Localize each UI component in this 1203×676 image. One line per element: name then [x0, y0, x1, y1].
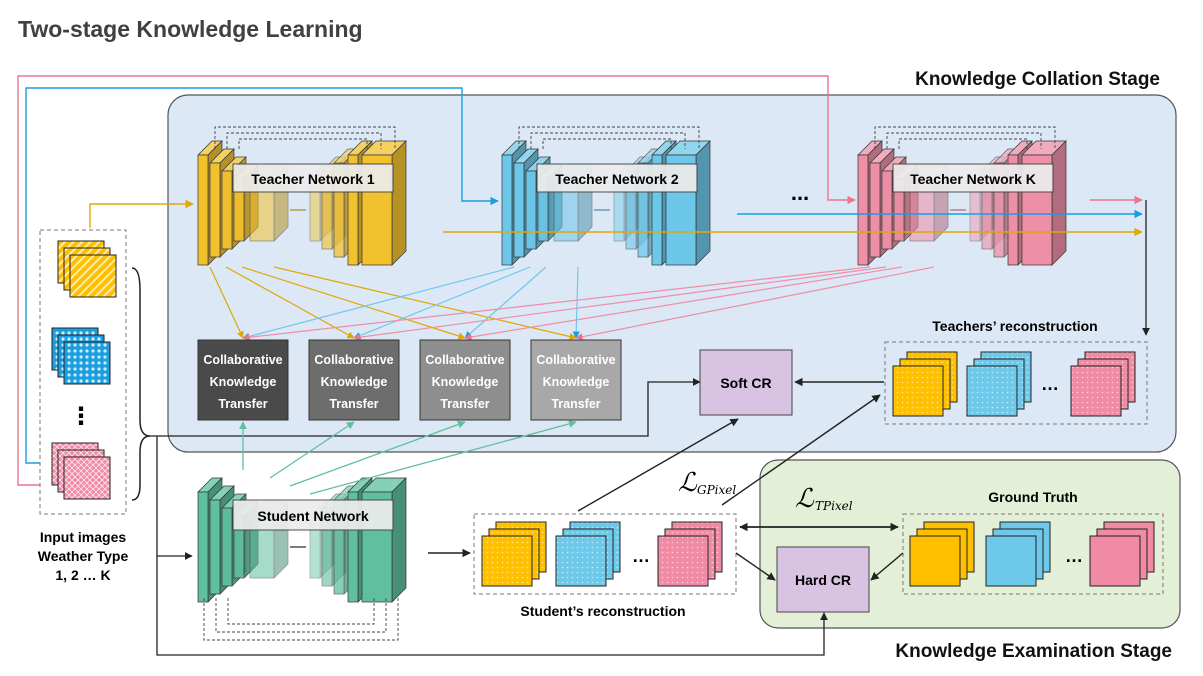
student-reconstruction-box	[473, 513, 737, 595]
teacher-1-label-box	[232, 163, 394, 193]
teachers-reconstruction-label: Teachers’ reconstruction	[932, 318, 1097, 334]
ground-truth-to-hard-cr-line	[870, 552, 904, 581]
collation-stage-label: Knowledge Collation Stage	[915, 69, 1160, 90]
teacher-k-layer-10	[1021, 140, 1067, 266]
yellow-input-line	[89, 199, 194, 228]
teachers-recon-pink-stack	[1070, 351, 1136, 417]
gpixel-line	[721, 394, 881, 506]
ckt-4-line2: Knowledge	[543, 375, 610, 389]
input-to-hard-cr-line	[156, 556, 828, 656]
student-recon-pink-stack	[657, 521, 723, 587]
teacher-2-label: Teacher Network 2	[555, 171, 679, 187]
loss-gpixel-sub: GPixel	[697, 483, 736, 497]
ground-truth-blue-stack	[985, 521, 1051, 587]
soft-cr-label: Soft CR	[720, 375, 771, 391]
input-vertical-ellipsis: ⋮	[69, 403, 93, 430]
ckt-3-line3: Transfer	[440, 397, 489, 411]
input-label-line2: Weather Type	[38, 548, 129, 564]
ckt-4-line1: Collaborative	[536, 353, 615, 367]
student-to-ckt-lines	[239, 420, 577, 495]
ground-truth-yellow-stack	[909, 521, 975, 587]
ckt-2-line1: Collaborative	[314, 353, 393, 367]
ckt-4-line3: Transfer	[551, 397, 600, 411]
ckt-1-line3: Transfer	[218, 397, 267, 411]
teacher-2-label-box	[536, 163, 698, 193]
loss-gpixel-symbol: ℒ	[678, 468, 698, 498]
student-reconstruction-ellipsis: …	[632, 546, 650, 566]
teachers-recon-yellow-stack	[892, 351, 958, 417]
ckt-3-line2: Knowledge	[432, 375, 499, 389]
teacher-1-label: Teacher Network 1	[251, 171, 375, 187]
loss-tpixel-symbol: ℒ	[795, 484, 815, 514]
ckt-1-line2: Knowledge	[210, 375, 277, 389]
teacher-1-fan-lines	[209, 266, 577, 341]
teachers-reconstruction-ellipsis: …	[1041, 374, 1059, 394]
hard-cr-box	[776, 546, 870, 613]
ground-truth-box	[902, 513, 1164, 595]
hard-cr-label: Hard CR	[795, 572, 851, 588]
student-recon-to-hard-cr-line	[735, 552, 776, 581]
student-reconstruction-label: Student’s reconstruction	[520, 603, 685, 619]
ckt-box-3: Collaborative Knowledge Transfer	[419, 339, 511, 421]
ckt-2-line2: Knowledge	[321, 375, 388, 389]
student-layer-10	[361, 477, 407, 603]
teacher-1-skip-connections	[214, 126, 396, 149]
soft-cr-box	[699, 349, 793, 416]
input-images-box	[39, 229, 127, 515]
ckt-box-1: Collaborative Knowledge Transfer	[197, 339, 289, 421]
student-skip-connections	[203, 598, 399, 641]
input-stack-pink	[51, 442, 111, 500]
loss-tpixel-sub: TPixel	[815, 499, 853, 513]
teacher-k-label: Teacher Network K	[910, 171, 1036, 187]
teacher-k-label-box	[892, 163, 1054, 193]
pink-input-line	[17, 75, 856, 486]
student-recon-blue-stack	[555, 521, 621, 587]
input-to-student-line	[156, 436, 193, 560]
input-brace	[131, 267, 151, 501]
page-title: Two-stage Knowledge Learning	[18, 16, 363, 42]
input-to-soft-cr-line	[150, 378, 701, 437]
teacher-k-fan-lines	[242, 266, 935, 341]
ground-truth-label: Ground Truth	[988, 489, 1077, 505]
input-stack-yellow	[57, 240, 117, 298]
student-recon-yellow-stack	[481, 521, 547, 587]
student-label-box	[232, 499, 394, 531]
ground-truth-pink-stack	[1089, 521, 1155, 587]
teacher-2-fan-lines	[242, 266, 580, 340]
student-recon-to-soft-cr-line	[577, 418, 739, 512]
blue-input-line	[25, 87, 499, 464]
examination-stage-label: Knowledge Examination Stage	[895, 641, 1172, 662]
ckt-1-line1: Collaborative	[203, 353, 282, 367]
input-label-line1: Input images	[40, 529, 127, 545]
teacher-1-layer-10	[361, 140, 407, 266]
teacher-ellipsis: ...	[791, 180, 809, 205]
ckt-2-line3: Transfer	[329, 397, 378, 411]
ground-truth-ellipsis: …	[1065, 546, 1083, 566]
input-label-line3: 1, 2 … K	[55, 567, 110, 583]
teacher-k-skip-connections	[874, 126, 1056, 149]
teacher-2-layer-10	[665, 140, 711, 266]
student-label: Student Network	[257, 508, 368, 524]
ckt-box-4: Collaborative Knowledge Transfer	[530, 339, 622, 421]
teachers-reconstruction-box	[884, 341, 1148, 425]
ckt-box-2: Collaborative Knowledge Transfer	[308, 339, 400, 421]
teacher-2-skip-connections	[518, 126, 700, 149]
teachers-recon-blue-stack	[966, 351, 1032, 417]
ckt-3-line1: Collaborative	[425, 353, 504, 367]
input-stack-blue	[51, 327, 111, 385]
